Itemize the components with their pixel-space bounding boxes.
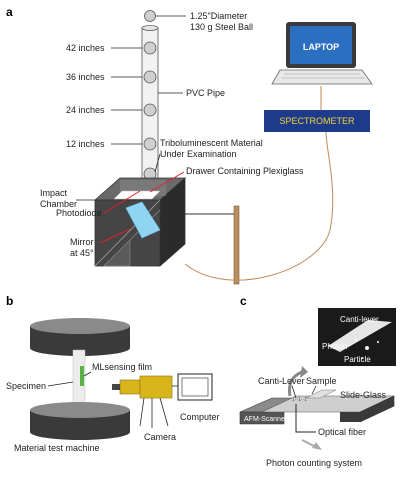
svg-text:1··1··1: 1··1··1 — [292, 397, 307, 403]
computer-label: Computer — [180, 412, 220, 422]
canti-lever — [291, 385, 297, 399]
panel-a: a 1.25"Diameter 130 g Steel Ball 42 inch… — [6, 5, 373, 285]
stand — [233, 205, 240, 285]
ball-mass-label: 130 g Steel Ball — [190, 22, 253, 32]
height-label-36: 36 inches — [66, 72, 105, 82]
material-label-1: Triboluminescent Material — [160, 138, 263, 148]
height-label-42: 42 inches — [66, 43, 105, 53]
machine-label: Material test machine — [14, 443, 100, 453]
height-label-12: 12 inches — [66, 139, 105, 149]
impact-label-1: Impact — [40, 188, 68, 198]
zoom-arrow — [288, 370, 303, 397]
mirror — [125, 201, 161, 239]
film-label: MLsensing film — [92, 362, 152, 372]
material-label-2: Under Examination — [160, 149, 237, 159]
inset-particle: Particle — [344, 355, 371, 364]
spectrometer-cable — [184, 131, 334, 281]
ml-film — [80, 366, 84, 386]
panel-b-letter: b — [6, 294, 13, 308]
photon-counting-label: Photon counting system — [266, 458, 362, 468]
height-label-24: 24 inches — [66, 105, 105, 115]
spectrometer — [264, 110, 370, 132]
inset-canti-lever: Canti-lever — [340, 315, 379, 324]
mirror-label-1: Mirror — [70, 237, 94, 247]
ball-42 — [143, 41, 157, 55]
panel-a-letter: a — [6, 5, 13, 19]
inset-photon: Photon — [322, 342, 347, 351]
steel-ball — [144, 10, 156, 22]
sample-label: Sample — [306, 376, 337, 386]
ball-12 — [143, 137, 157, 151]
ball-36 — [143, 70, 157, 84]
spectrometer-label: SPECTROMETER — [279, 116, 355, 126]
drawer-label: Drawer Containing Plexiglass — [186, 166, 304, 176]
drawer-plexiglass — [113, 190, 161, 200]
afm-scanner-label: AFM-Scanner — [244, 416, 288, 423]
camera — [112, 375, 173, 428]
optical-fiber — [295, 404, 316, 433]
inset: Canti-lever Photon Particle — [318, 308, 396, 366]
photodiode-label: Photodiode — [56, 208, 102, 218]
canti-lever-label: Canti-Lever — [258, 376, 305, 386]
slide-glass-label: Slide-Glass — [340, 390, 387, 400]
specimen-label: Specimen — [6, 381, 46, 391]
optical-fiber-label: Optical fiber — [318, 427, 366, 437]
pvc-pipe-label: PVC Pipe — [186, 88, 225, 98]
impact-label-2: Chamber — [40, 199, 77, 209]
upper-grip — [30, 318, 130, 356]
ball-diameter-label: 1.25"Diameter — [190, 11, 247, 21]
camera-label: Camera — [144, 432, 176, 442]
laptop: LAPTOP — [271, 22, 373, 85]
panel-b: b MLsensing film Specimen — [6, 294, 220, 453]
impact-chamber — [93, 177, 187, 267]
mirror-label-2: at 45° — [70, 248, 94, 258]
sample — [305, 389, 337, 399]
panel-c-letter: c — [240, 294, 247, 308]
laptop-label: LAPTOP — [303, 42, 339, 52]
ball-24 — [143, 103, 157, 117]
lower-grip — [30, 402, 130, 440]
panel-c: c Canti-lever Photon Particle AFM-Scanne… — [239, 294, 396, 468]
